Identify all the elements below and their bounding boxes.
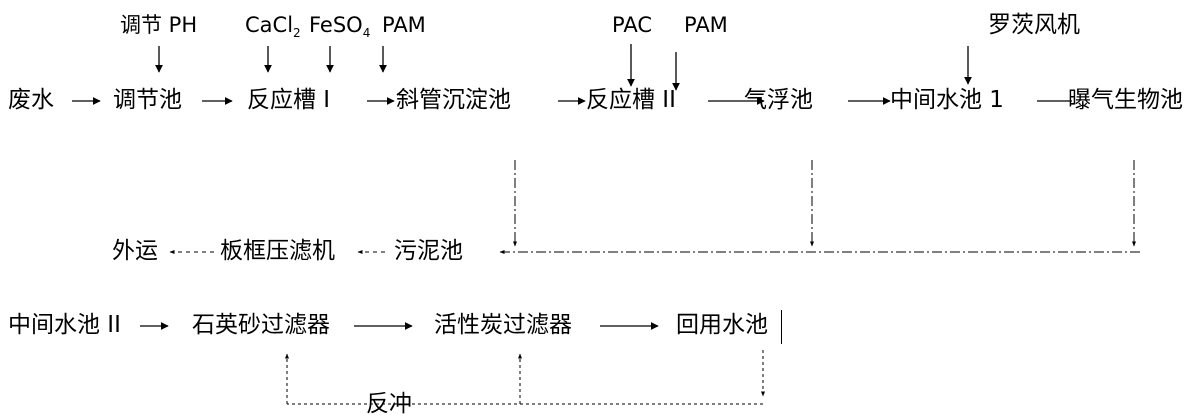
reagent-adjust-ph: 调节 PH <box>120 13 198 37</box>
node-inclined-settler: 斜管沉淀池 <box>396 87 511 113</box>
node-reaction-tank-2: 反应槽 II <box>586 87 676 113</box>
reagent-cacl2-subscript: 2 <box>293 26 301 40</box>
node-reaction-tank-1: 反应槽 I <box>247 87 331 113</box>
node-regulating-pool: 调节池 <box>113 87 182 113</box>
text-cursor <box>781 310 782 344</box>
node-intermediate-pool-1: 中间水池 1 <box>890 87 1004 113</box>
reagent-roots-blower: 罗茨风机 <box>988 12 1080 38</box>
reagent-cacl2: CaCl2 <box>245 13 301 40</box>
reagent-feso4-subscript: 4 <box>362 26 371 40</box>
node-carbon-filter: 活性炭过滤器 <box>434 312 572 338</box>
backwash-label: 反冲 <box>366 391 412 417</box>
node-quartz-filter: 石英砂过滤器 <box>192 312 330 338</box>
reagent-feso4-base: FeSO <box>309 13 363 37</box>
reagent-pam-1: PAM <box>382 13 426 37</box>
reagent-feso4: FeSO4 <box>309 13 370 40</box>
node-intermediate-pool-2: 中间水池 II <box>8 312 121 338</box>
node-filter-press: 板框压滤机 <box>220 238 335 264</box>
node-aeration-bio: 曝气生物池 <box>1068 87 1183 113</box>
node-outbound: 外运 <box>112 238 158 264</box>
reagent-cacl2-base: CaCl <box>245 13 294 37</box>
node-wastewater: 废水 <box>8 87 54 113</box>
node-air-flotation: 气浮池 <box>744 87 813 113</box>
node-reuse-pool: 回用水池 <box>676 312 768 338</box>
reagent-pac: PAC <box>612 13 652 37</box>
reagent-pam-2: PAM <box>684 13 728 37</box>
node-sludge-pool: 污泥池 <box>394 238 463 264</box>
